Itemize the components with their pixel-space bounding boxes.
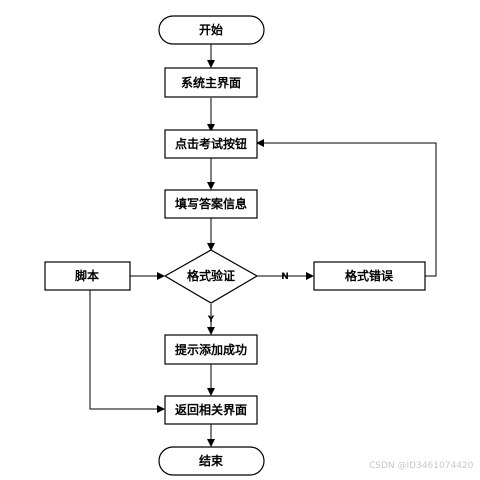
node-format-check: 格式验证 bbox=[163, 249, 259, 304]
main-ui-box bbox=[164, 67, 258, 98]
node-fill-answer-label: 填写答案信息 bbox=[175, 196, 247, 211]
node-fill-answer: 填写答案信息 bbox=[164, 189, 258, 219]
format-check-decision-shape bbox=[163, 249, 259, 304]
click-exam-box bbox=[164, 129, 258, 159]
node-script: 脚本 bbox=[44, 261, 131, 291]
watermark-text: CSDN @ID3461074420 bbox=[369, 461, 474, 471]
edge-script-to-return bbox=[89, 290, 165, 413]
end-terminal-shape bbox=[158, 446, 265, 476]
edge-error-loop-to-click bbox=[256, 139, 437, 277]
node-return-page-label: 返回相关界面 bbox=[175, 402, 247, 417]
node-success: 提示添加成功 bbox=[164, 334, 258, 365]
node-end: 结束 bbox=[158, 446, 265, 476]
node-return-page: 返回相关界面 bbox=[164, 395, 258, 425]
node-format-error-label: 格式错误 bbox=[345, 268, 394, 283]
edge-label-yes: Y bbox=[207, 315, 215, 325]
script-box bbox=[44, 261, 131, 291]
node-click-exam-label: 点击考试按钮 bbox=[175, 136, 247, 151]
edges bbox=[89, 44, 437, 447]
node-success-label: 提示添加成功 bbox=[175, 342, 247, 357]
start-terminal-shape bbox=[158, 15, 265, 45]
node-end-label: 结束 bbox=[199, 453, 224, 468]
edge-label-no: N bbox=[281, 272, 289, 282]
node-main-ui: 系统主界面 bbox=[164, 67, 258, 98]
node-script-label: 脚本 bbox=[75, 268, 99, 283]
success-box bbox=[164, 334, 258, 365]
node-start: 开始 bbox=[158, 15, 265, 45]
node-format-check-label: 格式验证 bbox=[187, 268, 235, 283]
node-click-exam: 点击考试按钮 bbox=[164, 129, 258, 159]
fill-answer-box bbox=[164, 189, 258, 219]
format-error-box bbox=[313, 261, 426, 291]
node-main-ui-label: 系统主界面 bbox=[181, 75, 241, 90]
return-page-box bbox=[164, 395, 258, 425]
node-format-error: 格式错误 bbox=[313, 261, 426, 291]
node-start-label: 开始 bbox=[199, 22, 223, 37]
